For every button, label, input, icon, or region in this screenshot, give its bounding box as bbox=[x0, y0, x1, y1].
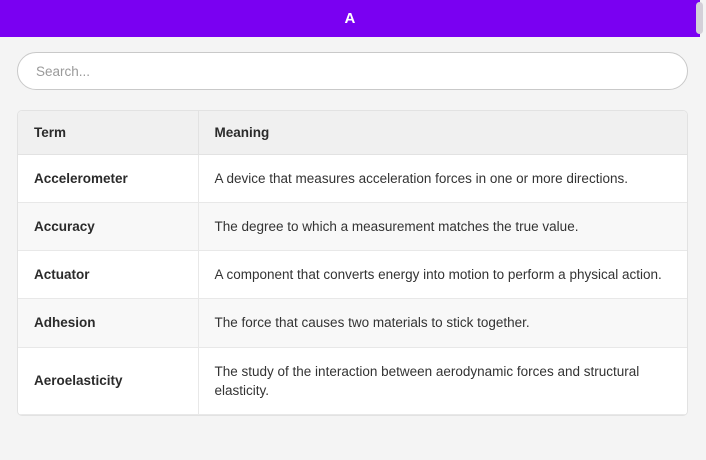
cell-meaning: The force that causes two materials to s… bbox=[198, 298, 687, 348]
cell-term: Accuracy bbox=[18, 202, 199, 252]
vertical-scrollbar[interactable] bbox=[693, 0, 706, 460]
app-header: A bbox=[0, 0, 700, 37]
table-row[interactable]: Accelerometer A device that measures acc… bbox=[18, 154, 687, 204]
search-field-container bbox=[17, 52, 688, 90]
glossary-table-container: Term Meaning Accelerometer A device that… bbox=[17, 110, 688, 416]
table-row[interactable]: Aeroelasticity The study of the interact… bbox=[18, 347, 687, 415]
search-input[interactable] bbox=[17, 52, 688, 90]
main-content: Term Meaning Accelerometer A device that… bbox=[0, 37, 700, 460]
table-row[interactable]: Accuracy The degree to which a measureme… bbox=[18, 202, 687, 252]
table-row[interactable]: Adhesion The force that causes two mater… bbox=[18, 298, 687, 348]
cell-meaning: The degree to which a measurement matche… bbox=[198, 202, 687, 252]
scrollbar-thumb[interactable] bbox=[696, 2, 703, 34]
column-header-meaning: Meaning bbox=[198, 111, 687, 155]
cell-meaning: A device that measures acceleration forc… bbox=[198, 154, 687, 204]
table-body: Accelerometer A device that measures acc… bbox=[18, 154, 687, 415]
cell-term: Actuator bbox=[18, 250, 199, 300]
cell-meaning: The study of the interaction between aer… bbox=[198, 347, 687, 415]
cell-term: Adhesion bbox=[18, 298, 199, 348]
glossary-table: Term Meaning Accelerometer A device that… bbox=[18, 111, 687, 415]
page-title: A bbox=[344, 10, 356, 27]
cell-term: Accelerometer bbox=[18, 154, 199, 204]
cell-term: Aeroelasticity bbox=[18, 347, 199, 415]
cell-meaning: A component that converts energy into mo… bbox=[198, 250, 687, 300]
table-header: Term Meaning bbox=[18, 111, 687, 155]
column-header-term: Term bbox=[18, 111, 199, 155]
table-row[interactable]: Actuator A component that converts energ… bbox=[18, 250, 687, 300]
table-header-row: Term Meaning bbox=[18, 111, 687, 155]
